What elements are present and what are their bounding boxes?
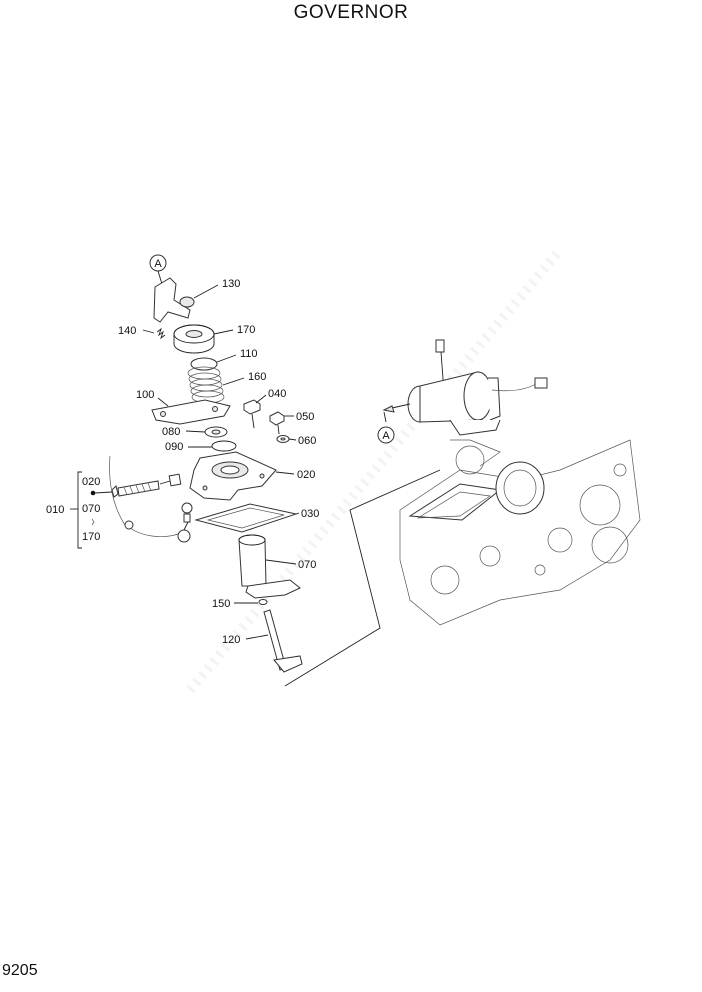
svg-text:A: A xyxy=(382,430,390,442)
label-010: 010 xyxy=(46,504,64,516)
label-140: 140 xyxy=(118,325,136,337)
label-130: 130 xyxy=(222,278,240,290)
label-120: 120 xyxy=(222,634,240,646)
label-080: 080 xyxy=(162,426,180,438)
label-090: 090 xyxy=(165,441,183,453)
label-030: 030 xyxy=(301,508,319,520)
label-160: 160 xyxy=(248,371,266,383)
part-040-bolt xyxy=(243,394,267,429)
label-060: 060 xyxy=(298,435,316,447)
page-number: 9205 xyxy=(2,962,38,979)
part-110-collar xyxy=(190,354,237,371)
label-070-right: 070 xyxy=(298,559,316,571)
part-170-ring xyxy=(173,324,234,354)
label-070-left: 070 xyxy=(82,503,100,515)
label-050: 050 xyxy=(296,411,314,423)
part-160-spring xyxy=(187,366,245,404)
page-title: GOVERNOR xyxy=(293,2,409,23)
reference-a-top: A xyxy=(149,254,167,285)
label-170-left: 170 xyxy=(82,531,100,543)
part-130-lever xyxy=(153,277,219,323)
watermark-pattern xyxy=(186,246,564,694)
part-060-washer xyxy=(276,435,297,443)
part-030-gasket xyxy=(194,503,300,533)
part-020-long-bolt xyxy=(111,473,182,498)
label-170-top: 170 xyxy=(237,324,255,336)
part-ball-joint-rod xyxy=(109,455,193,543)
label-020-right: 020 xyxy=(297,469,315,481)
reference-a-right: A xyxy=(377,426,395,444)
svg-text:A: A xyxy=(154,258,162,270)
part-140-spring xyxy=(142,327,166,340)
part-120-shaft xyxy=(245,609,303,673)
part-150-pin xyxy=(234,599,268,605)
label-020-left: 020 xyxy=(82,476,100,488)
part-050-bolt xyxy=(269,411,294,435)
group-010-bracket xyxy=(70,471,113,549)
label-040: 040 xyxy=(268,388,286,400)
part-070-sleeve xyxy=(238,534,301,599)
assembly-leader-line xyxy=(284,469,441,687)
label-150: 150 xyxy=(212,598,230,610)
label-100: 100 xyxy=(136,389,154,401)
governor-actuator xyxy=(382,339,548,436)
part-100-plate xyxy=(151,397,231,425)
part-080-washer xyxy=(185,426,228,438)
label-110: 110 xyxy=(240,348,258,360)
part-090-oring xyxy=(188,440,237,452)
engine-block xyxy=(399,439,641,626)
part-020-housing xyxy=(189,451,295,501)
